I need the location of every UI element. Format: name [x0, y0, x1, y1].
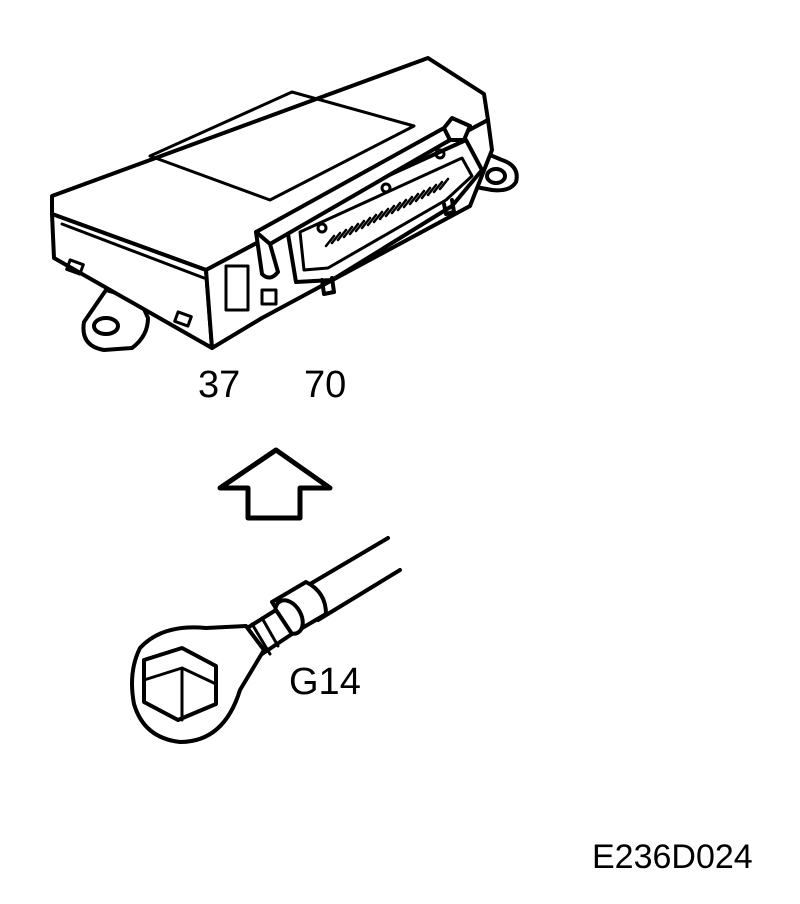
lever-tip-right: [442, 116, 472, 142]
connector-leg-2: [442, 198, 456, 216]
connector-pin-label-70: 70: [304, 364, 347, 406]
connector-leg-1: [320, 276, 336, 296]
connector-screw-3: [434, 148, 446, 160]
lever-tip: [254, 230, 280, 280]
module-top-panel: [148, 90, 416, 202]
bolt-head: [142, 646, 218, 722]
wire-lower: [316, 568, 402, 622]
connector-screw-2: [380, 182, 392, 194]
flange-hole-left: [92, 316, 120, 336]
wire-upper: [298, 536, 390, 592]
figure-code: E236D024: [592, 838, 753, 876]
flange-hole-right: [485, 167, 507, 185]
front-clip-left: [65, 258, 85, 276]
connector-pin-label-37: 37: [198, 364, 241, 406]
bolt-facet: [142, 666, 218, 722]
front-face-rim: [60, 222, 206, 280]
front-clip-right: [173, 310, 193, 328]
ground-connection: [130, 536, 402, 744]
connector-pins: [324, 177, 450, 248]
up-arrow-icon: [217, 447, 333, 521]
crimp-band: [250, 616, 280, 656]
end-face-slot: [224, 264, 250, 312]
ground-point-label: G14: [289, 661, 361, 703]
end-face-tab: [260, 288, 278, 306]
connector-screw-1: [316, 222, 328, 234]
control-module: [50, 56, 519, 352]
connector-block-inner: [298, 156, 474, 272]
